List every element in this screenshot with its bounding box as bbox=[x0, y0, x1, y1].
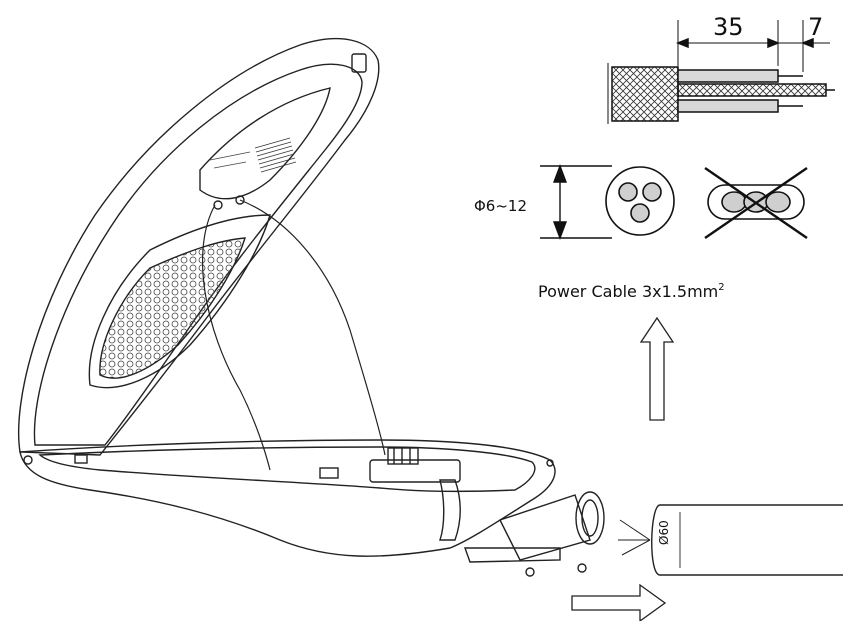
body-clip bbox=[439, 479, 461, 541]
wire-clip bbox=[235, 195, 245, 205]
luminaire-body-inner bbox=[38, 446, 536, 493]
cable-strip-diagram bbox=[607, 20, 835, 124]
core-insulation-middle bbox=[677, 83, 827, 97]
hollow-arrow-right-icon bbox=[571, 583, 667, 623]
pipe-diameter-label: Ø60 bbox=[657, 520, 671, 545]
power-cable-superscript: 2 bbox=[718, 282, 724, 293]
pole-pipe bbox=[618, 504, 843, 576]
wire-clip bbox=[213, 200, 223, 210]
label-text-lines bbox=[209, 151, 251, 169]
terminal-block bbox=[387, 447, 419, 465]
support-wire-right bbox=[239, 199, 386, 456]
cable-sheath bbox=[611, 66, 679, 122]
spigot-mouth bbox=[575, 491, 605, 545]
cover-hinge bbox=[351, 53, 367, 73]
cable-diameter-dimension bbox=[540, 164, 612, 240]
cable-wires bbox=[618, 519, 651, 556]
power-cable-label: Power Cable 3x1.5mm2 bbox=[538, 282, 725, 301]
wire-end-length-label: 7 bbox=[808, 13, 823, 41]
hollow-arrow-up-icon bbox=[639, 316, 675, 421]
spigot bbox=[499, 494, 591, 561]
led-array bbox=[99, 237, 246, 379]
support-wire-left bbox=[201, 204, 271, 471]
bolt bbox=[577, 563, 587, 573]
bolt bbox=[525, 567, 535, 577]
round-three-core-cable-icon bbox=[605, 166, 675, 236]
barcode-block bbox=[254, 137, 297, 173]
label-plate bbox=[199, 87, 331, 200]
driver-block bbox=[369, 459, 461, 483]
core-insulation-bottom bbox=[677, 99, 779, 113]
luminaire-body-outer bbox=[19, 439, 556, 557]
luminaire-cover-outer bbox=[17, 38, 380, 456]
flat-cable-crossed-out-icon bbox=[704, 167, 808, 239]
strip-length-label: 35 bbox=[713, 13, 744, 41]
cable-diameter-label: Φ6~12 bbox=[474, 197, 527, 215]
led-module-frame bbox=[88, 214, 271, 389]
core-insulation-top bbox=[677, 69, 779, 83]
luminaire-illustration bbox=[17, 38, 605, 577]
mounting-bracket bbox=[464, 547, 561, 563]
